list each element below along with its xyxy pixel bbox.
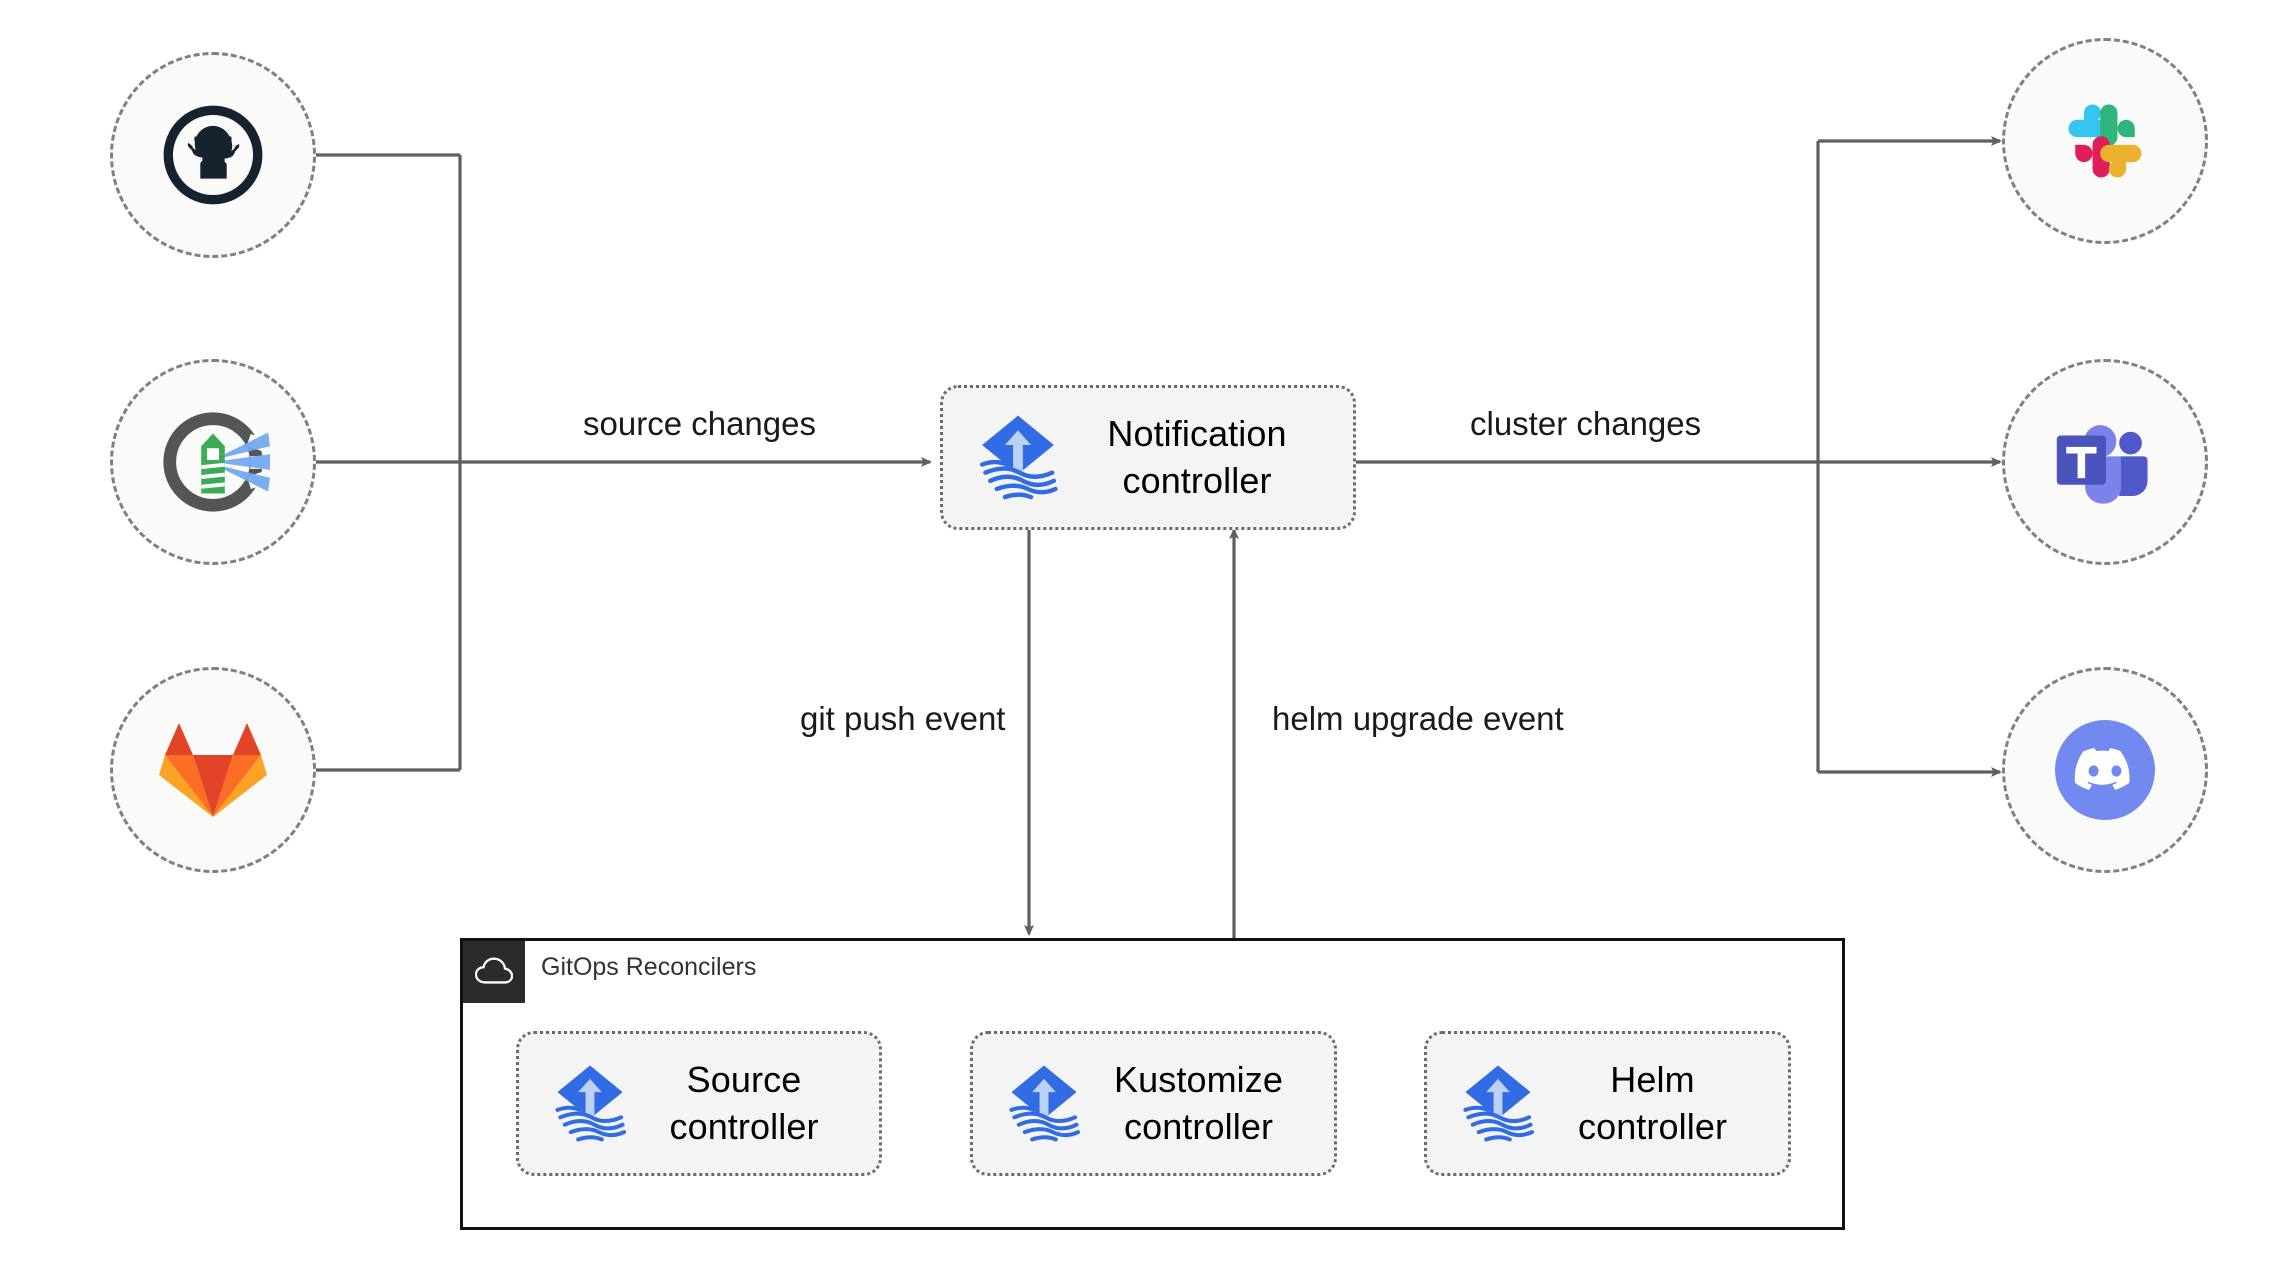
flux-logo-icon [555,1065,627,1142]
edge-label-git-push-event: git push event [800,700,1006,737]
flux-logo-icon [1463,1065,1535,1142]
cloud-icon [475,957,513,984]
edge-label-cluster-changes: cluster changes [1470,405,1702,442]
edge-label-helm-upgrade-event: helm upgrade event [1272,700,1564,737]
gitlab-icon [159,723,267,817]
controller-box-kustomize[interactable]: Kustomize controller [970,1031,1337,1176]
group-tab [463,941,525,1003]
source-node-flux[interactable] [110,359,316,565]
destination-node-discord[interactable] [2002,667,2208,873]
flux-logo-icon [979,415,1058,499]
destination-node-teams[interactable] [2002,359,2208,565]
controller-box-source[interactable]: Source controller [516,1031,882,1176]
flux-lighthouse-icon [163,412,271,512]
github-icon [163,105,263,205]
controller-label-source: Source controller [669,1059,819,1147]
notification-controller-box[interactable]: Notification controller [940,385,1356,530]
source-node-github[interactable] [110,52,316,258]
group-title: GitOps Reconcilers [541,953,757,981]
flux-logo-icon [1009,1065,1081,1142]
microsoft-teams-icon [2056,425,2148,504]
destination-node-slack[interactable] [2002,38,2208,244]
notification-controller-label: Notification controller [1107,413,1287,501]
controller-box-helm[interactable]: Helm controller [1424,1031,1791,1176]
controller-label-kustomize: Kustomize controller [1114,1059,1283,1147]
discord-icon [2055,720,2155,820]
controller-label-helm: Helm controller [1577,1059,1728,1147]
source-node-gitlab[interactable] [110,667,316,873]
slack-icon [2068,104,2142,178]
edge-label-source-changes: source changes [583,405,816,442]
